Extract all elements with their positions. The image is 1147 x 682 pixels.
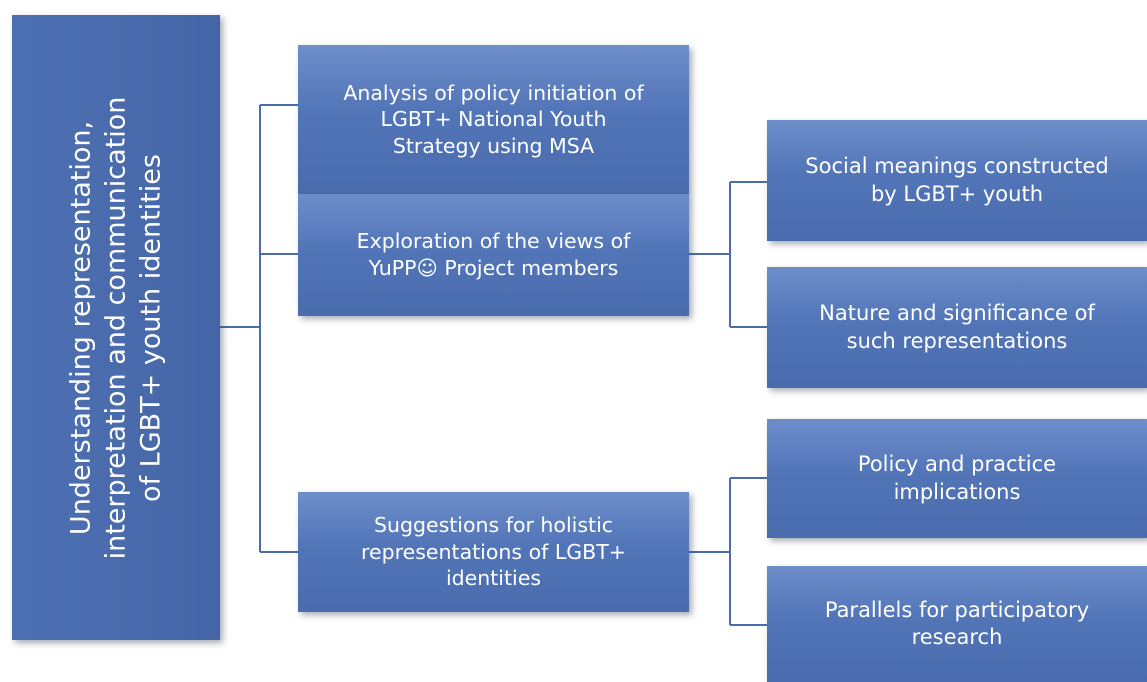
- leaf-node-text: Parallels for participatory research: [824, 597, 1090, 649]
- branch-node-policy-analysis: Analysis of policy initiation of LGBT+ N…: [298, 45, 689, 194]
- leaf-node-text: Social meanings constructed by LGBT+ you…: [805, 154, 1109, 206]
- leaf-node-nature-significance: Nature and significance of such represen…: [767, 267, 1147, 388]
- leaf-node-policy-practice: Policy and practice implications: [767, 419, 1147, 538]
- branch-node-suggestions: Suggestions for holistic representations…: [298, 492, 689, 612]
- root-node: Understanding representation, interpreta…: [12, 15, 220, 640]
- branch-node-text: Exploration of the views of YuPP☺ Projec…: [356, 229, 631, 280]
- branch-node-text: Suggestions for holistic representations…: [361, 513, 626, 591]
- leaf-node-text: Policy and practice implications: [857, 452, 1057, 504]
- root-node-text: Understanding representation, interpreta…: [65, 96, 167, 559]
- leaf-node-parallels-research: Parallels for participatory research: [767, 566, 1147, 682]
- branch-node-exploration: Exploration of the views of YuPP☺ Projec…: [298, 194, 689, 316]
- leaf-node-text: Nature and significance of such represen…: [819, 301, 1095, 353]
- leaf-node-social-meanings: Social meanings constructed by LGBT+ you…: [767, 120, 1147, 241]
- branch-node-text: Analysis of policy initiation of LGBT+ N…: [343, 80, 644, 158]
